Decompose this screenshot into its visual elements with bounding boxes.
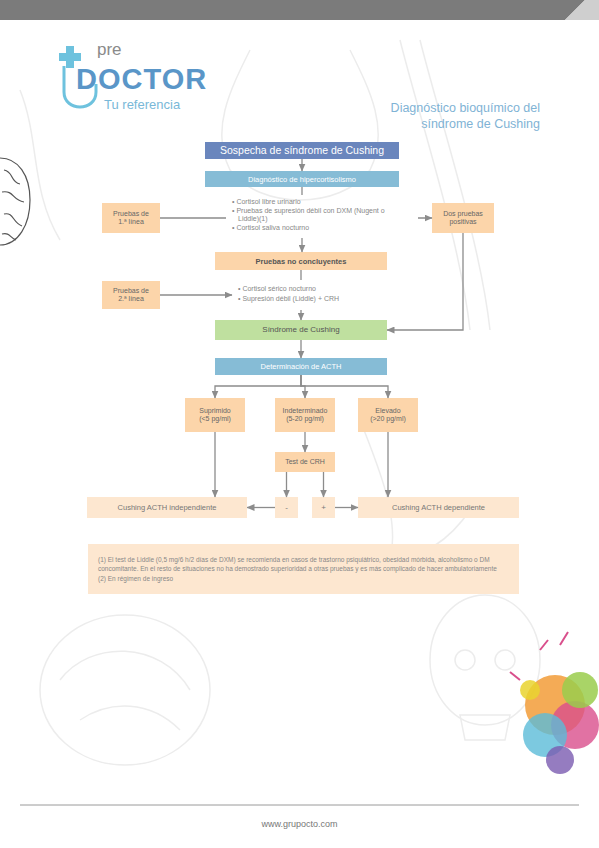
process-box: Test de CRH [275, 452, 335, 472]
process-band: Pruebas no concluyentes [215, 252, 387, 270]
node-text: + [321, 503, 326, 513]
brain-sketch [40, 615, 210, 765]
connector-arrow [335, 507, 358, 508]
brain-icon [0, 158, 30, 245]
connector-arrow [214, 432, 215, 497]
logo-text: pre [97, 40, 137, 60]
list-item: • Cortisol libre urinario [232, 198, 388, 206]
node-text: Determinación de ACTH [261, 362, 342, 371]
process-box: Suprimido (<5 pg/ml) [185, 398, 245, 432]
footer-url: www.grupocto.com [0, 819, 599, 830]
process-box: Indeterminado (5-20 pg/ml) [275, 398, 335, 432]
skull-eye [455, 650, 475, 670]
node-text: Diagnóstico de hipercortisolismo [248, 175, 356, 184]
connector-arrow [304, 432, 305, 452]
node-text: Síndrome de Cushing [262, 325, 339, 335]
process-box: Pruebas de 1.ª línea [102, 203, 160, 233]
bone-sketch [20, 90, 60, 240]
brain-sketch [60, 651, 190, 730]
connector-arrow [301, 375, 388, 398]
list-item: • Cortisol sérico nocturno [238, 285, 404, 293]
diagram-title: Diagnóstico bioquímico del síndrome de C… [385, 100, 540, 133]
footnote-box: (1) El test de Liddle (0,5 mg/6 h/2 días… [88, 544, 519, 594]
connector-arrow [300, 340, 301, 358]
leader-arrow [160, 294, 232, 295]
logo-tagline: Tu referencia [104, 97, 214, 113]
result-band: Síndrome de Cushing [215, 320, 387, 340]
brain-lobe [520, 680, 540, 700]
top-band-light [565, 0, 599, 20]
node-text: Cushing ACTH independiente [118, 503, 217, 512]
skull-eye [495, 650, 515, 670]
result-band: Cushing ACTH dependiente [358, 497, 519, 518]
foot-sketch [360, 420, 470, 560]
logo-cross [59, 53, 81, 61]
connector-arrow [301, 187, 302, 252]
brain-lobe [546, 746, 574, 774]
node-text: Elevado (>20 pg/ml) [369, 407, 407, 424]
list-item: • Supresión débil (Liddle) + CRH [238, 295, 404, 303]
brain-folds [2, 170, 24, 240]
skull-jaw [460, 715, 510, 740]
process-band: Diagnóstico de hipercortisolismo [205, 171, 399, 187]
sign-box: - [275, 497, 298, 518]
node-text: Indeterminado (5-20 pg/ml) [280, 407, 330, 424]
node-text: Dos pruebas positivas [442, 210, 484, 227]
process-band: Determinación de ACTH [215, 358, 387, 375]
connector-arrow [323, 472, 324, 497]
footnote-text: (2) En régimen de ingreso [98, 574, 173, 583]
node-text: Sospecha de síndrome de Cushing [220, 144, 384, 157]
node-text: Test de CRH [285, 458, 325, 466]
node-text: Suprimido (<5 pg/ml) [195, 407, 235, 424]
icon-lines [510, 632, 568, 680]
top-band [0, 0, 585, 20]
start-band: Sospecha de síndrome de Cushing [205, 142, 399, 159]
brain-lobe [562, 672, 598, 708]
footnote-text: (1) El test de Liddle (0,5 mg/6 h/2 días… [98, 555, 509, 573]
brain-outline [0, 158, 30, 245]
process-box: Elevado (>20 pg/ml) [358, 398, 418, 432]
femur-sketch [420, 40, 490, 330]
node-text: - [285, 503, 288, 513]
connector-arrow [247, 507, 275, 508]
connector-arrow [160, 217, 432, 218]
result-band: Cushing ACTH independiente [87, 497, 247, 518]
footer-rule [20, 805, 579, 806]
connector-arrow [286, 472, 287, 497]
skull-sketch [430, 595, 540, 725]
logo-text: DOCTOR [76, 62, 226, 97]
node-text: Pruebas de 2.ª línea [110, 287, 152, 304]
process-box: Dos pruebas positivas [432, 203, 494, 233]
connector-arrow [387, 233, 463, 330]
connector-arrow [387, 432, 388, 497]
list-item: • Pruebas de supresión débil con DXM (Nu… [232, 207, 388, 224]
connector-arrow [300, 270, 301, 320]
sign-box: + [312, 497, 335, 518]
skeleton-sketch [20, 40, 540, 765]
connector-arrow [301, 375, 305, 398]
color-brain-icon [510, 632, 599, 774]
node-text: Pruebas de 1.ª línea [110, 210, 152, 227]
node-text: Pruebas no concluyentes [256, 257, 347, 266]
node-text: Cushing ACTH dependiente [392, 503, 485, 512]
connector-arrow [215, 375, 301, 398]
connector-arrow [301, 159, 302, 171]
process-box: Pruebas de 2.ª línea [102, 281, 160, 309]
list-item: • Cortisol saliva nocturno [232, 224, 388, 232]
